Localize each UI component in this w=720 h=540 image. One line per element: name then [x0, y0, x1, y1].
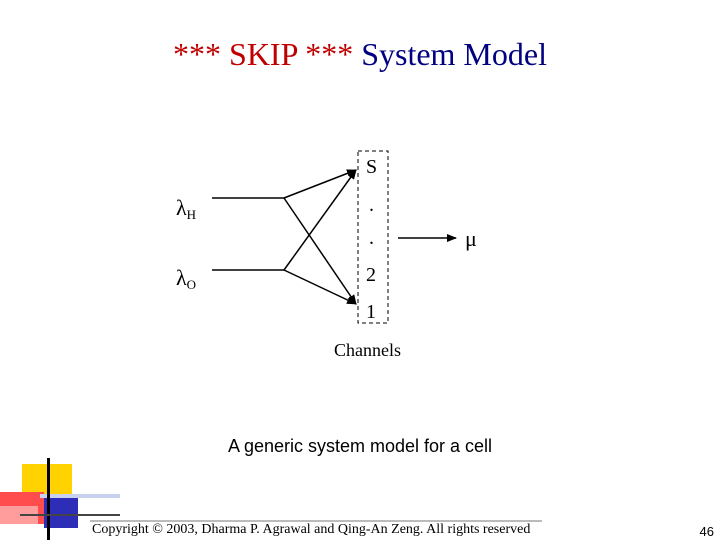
- channel-s: S: [366, 156, 378, 178]
- channel-1: 1: [366, 301, 376, 323]
- deco-vertical-line: [47, 458, 50, 540]
- copyright-footer: Copyright © 2003, Dharma P. Agrawal and …: [92, 522, 531, 537]
- lambda-h-label: λH: [176, 197, 196, 226]
- channel-2: 2: [366, 264, 376, 286]
- lambda-o-label: λO: [176, 267, 196, 296]
- deco-horizontal-line: [20, 514, 120, 516]
- mu-label: μ: [465, 226, 477, 251]
- channels-label: Channels: [334, 340, 401, 360]
- deco-lightblue-band: [40, 494, 120, 498]
- arrow-o-to-1: [283, 269, 357, 305]
- channel-dot-2: .: [369, 227, 374, 249]
- corner-decoration: [0, 458, 120, 540]
- channel-dot-1: .: [369, 194, 374, 216]
- arrow-o-to-s: [283, 169, 357, 271]
- slide-title: *** SKIP *** System Model: [0, 32, 720, 76]
- lambda-o-symbol: λ: [176, 265, 187, 290]
- arrow-h-to-1: [283, 197, 357, 305]
- lambda-h-subscript: H: [186, 207, 197, 222]
- deco-pink-block: [0, 506, 38, 524]
- lambda-h-symbol: λ: [176, 195, 187, 220]
- title-main: System Model: [361, 36, 547, 72]
- channels-box: [357, 150, 389, 324]
- title-skip-prefix: *** SKIP ***: [173, 36, 354, 72]
- arrow-h-to-s: [283, 169, 357, 199]
- footer-divider: [90, 520, 542, 522]
- diagram-caption: A generic system model for a cell: [227, 436, 493, 456]
- lambda-o-subscript: O: [186, 277, 197, 292]
- page-number: 46: [699, 524, 714, 539]
